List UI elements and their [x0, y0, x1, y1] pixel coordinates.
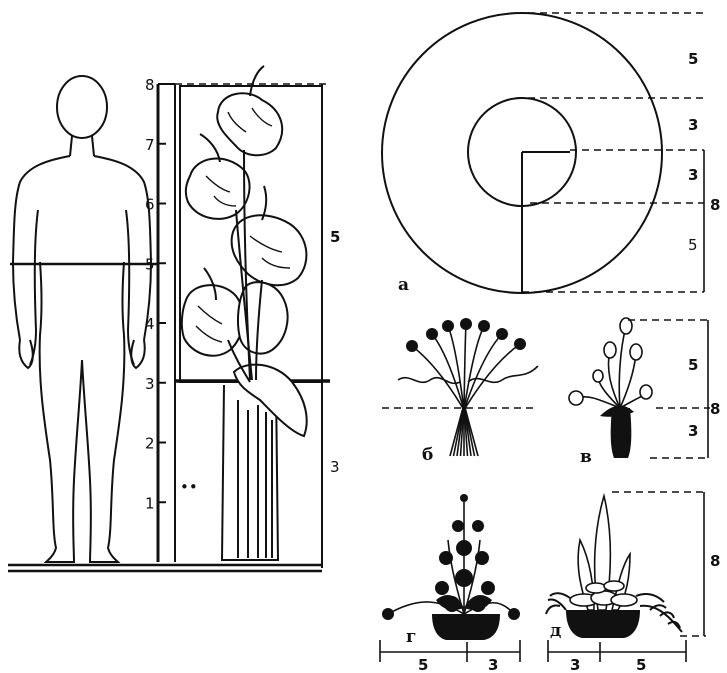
scale-tick-label: 1 [145, 494, 155, 512]
human-figure [13, 76, 151, 562]
scale-tick-label: 3 [145, 375, 155, 393]
scale-tick-label: 7 [145, 136, 155, 154]
panel-d-total: 8 [710, 552, 720, 570]
panel-b-label: б [422, 445, 433, 465]
tall-arrangement: 5 3 [175, 66, 340, 568]
scale-tick-label: 8 [145, 76, 155, 94]
panel-g-label: г [406, 627, 416, 647]
panel-b-flower-head [426, 328, 438, 340]
panel-b-flower-head [406, 340, 418, 352]
panel-b-flower-head [496, 328, 508, 340]
panel-b-flower-head [514, 338, 526, 350]
scale-tick-label: 4 [145, 315, 155, 333]
panel-a-ratio-1: 5 [688, 50, 698, 68]
panel-b-bouquet [382, 318, 538, 456]
panel-a-total: 8 [710, 196, 720, 214]
panel-b-flower-head [478, 320, 490, 332]
scale-tick-label: 2 [145, 435, 155, 453]
panel-a-ratio-2: 3 [688, 116, 698, 134]
panel-b-stem [464, 334, 502, 410]
panel-a-label: а [398, 275, 409, 295]
panel-v-ratio-2: 3 [688, 422, 698, 440]
panel-a-ratio-4: 5 [688, 236, 698, 254]
panel-d-ratio-2: 5 [636, 656, 646, 673]
panel-g-ratio-2: 3 [488, 656, 498, 673]
panel-g-ratio-1: 5 [418, 656, 428, 673]
panel-d-ratio-1: 3 [570, 656, 580, 673]
panel-d-bowl [566, 610, 640, 638]
panel-a-circles [382, 13, 704, 293]
ground-line [8, 565, 322, 571]
panel-v-label: в [580, 447, 592, 467]
panel-d-label: д [550, 621, 561, 641]
panel-v-total: 8 [710, 400, 720, 418]
panel-b-flower-head [460, 318, 472, 330]
panel-b-flower-head [442, 320, 454, 332]
tall-lower-ratio: 3 [330, 458, 340, 476]
panel-v-ratio-1: 5 [688, 356, 698, 374]
panel-d-arrangement [546, 492, 706, 662]
scale-tick-label: 6 [145, 196, 155, 214]
scale-extra-mark: •• [180, 478, 198, 496]
tall-vase [222, 385, 278, 560]
tall-upper-ratio: 5 [330, 228, 340, 246]
panel-a-ratio-3: 3 [688, 166, 698, 184]
panel-g-arrangement [380, 494, 520, 662]
panel-g-bowl [432, 614, 500, 640]
